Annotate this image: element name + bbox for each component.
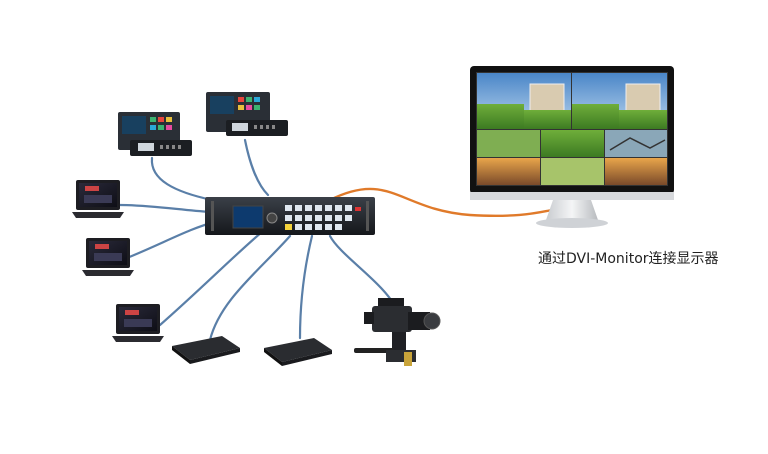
cable-player-2 [298, 234, 314, 340]
cables [118, 138, 397, 342]
cable-controller-left [150, 156, 214, 202]
cable-controller-right [243, 138, 270, 197]
switcher-console-icon [118, 112, 192, 156]
cable-laptop-2 [120, 220, 217, 262]
media-player-icon [172, 336, 240, 364]
cable-camera [328, 234, 397, 308]
media-player-icon [264, 338, 332, 366]
switcher-console-icon [206, 92, 288, 136]
video-processor-icon [205, 197, 375, 235]
laptop-icon [72, 180, 124, 218]
video-camera-icon [354, 298, 441, 366]
cable-player-1 [208, 234, 292, 342]
monitor-caption: 通过DVI-Monitor连接显示器 [538, 251, 719, 267]
monitor-icon [470, 66, 674, 228]
cable-laptop-3 [158, 230, 264, 327]
laptop-icon [112, 304, 164, 342]
laptop-icon [82, 238, 134, 276]
dvi-monitor-cable [328, 187, 554, 218]
cable-laptop-1 [118, 203, 212, 214]
